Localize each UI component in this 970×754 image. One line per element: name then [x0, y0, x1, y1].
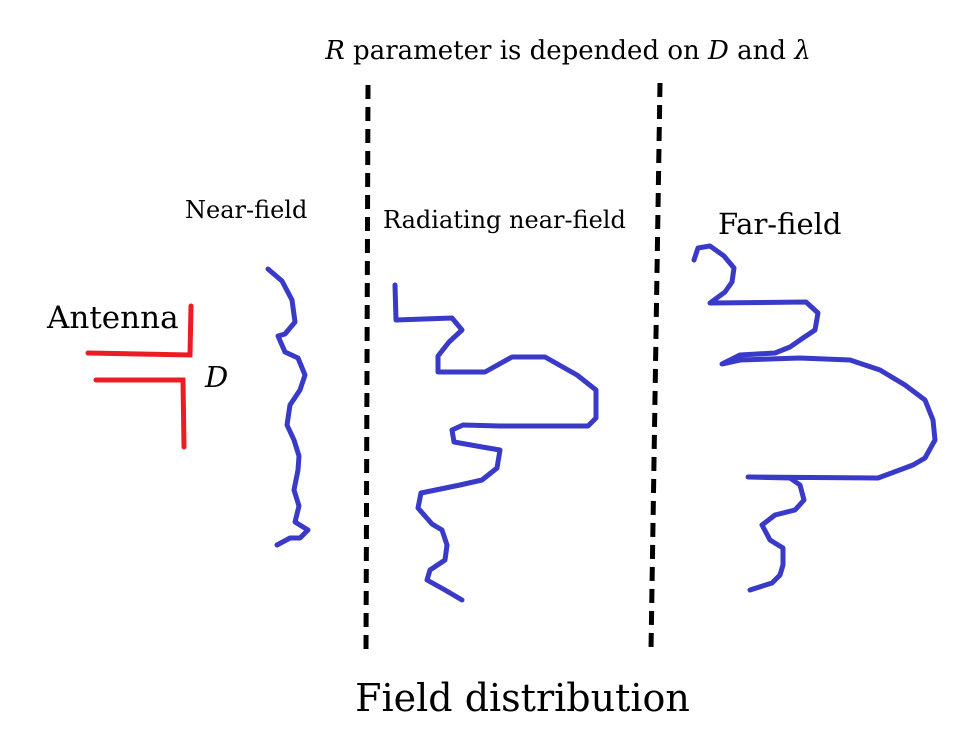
radiating-near-field-label: Radiating near-field: [383, 206, 626, 234]
near-field-label: Near-field: [185, 196, 308, 224]
diagram-title: R parameter is depended on D and λ: [325, 36, 811, 66]
antenna-icon: [85, 303, 194, 450]
far-field-label: Far-field: [718, 207, 842, 241]
diagram-caption: Field distribution: [355, 676, 690, 720]
radiating-near-field-wave: [392, 282, 599, 603]
boundary-line-near-radiating: [363, 84, 371, 651]
boundary-line-radiating-far: [648, 82, 663, 651]
near-field-wave: [265, 266, 311, 548]
antenna-label: Antenna: [47, 300, 179, 336]
far-field-wave: [691, 243, 938, 593]
antenna-dimension-label: D: [205, 360, 229, 394]
